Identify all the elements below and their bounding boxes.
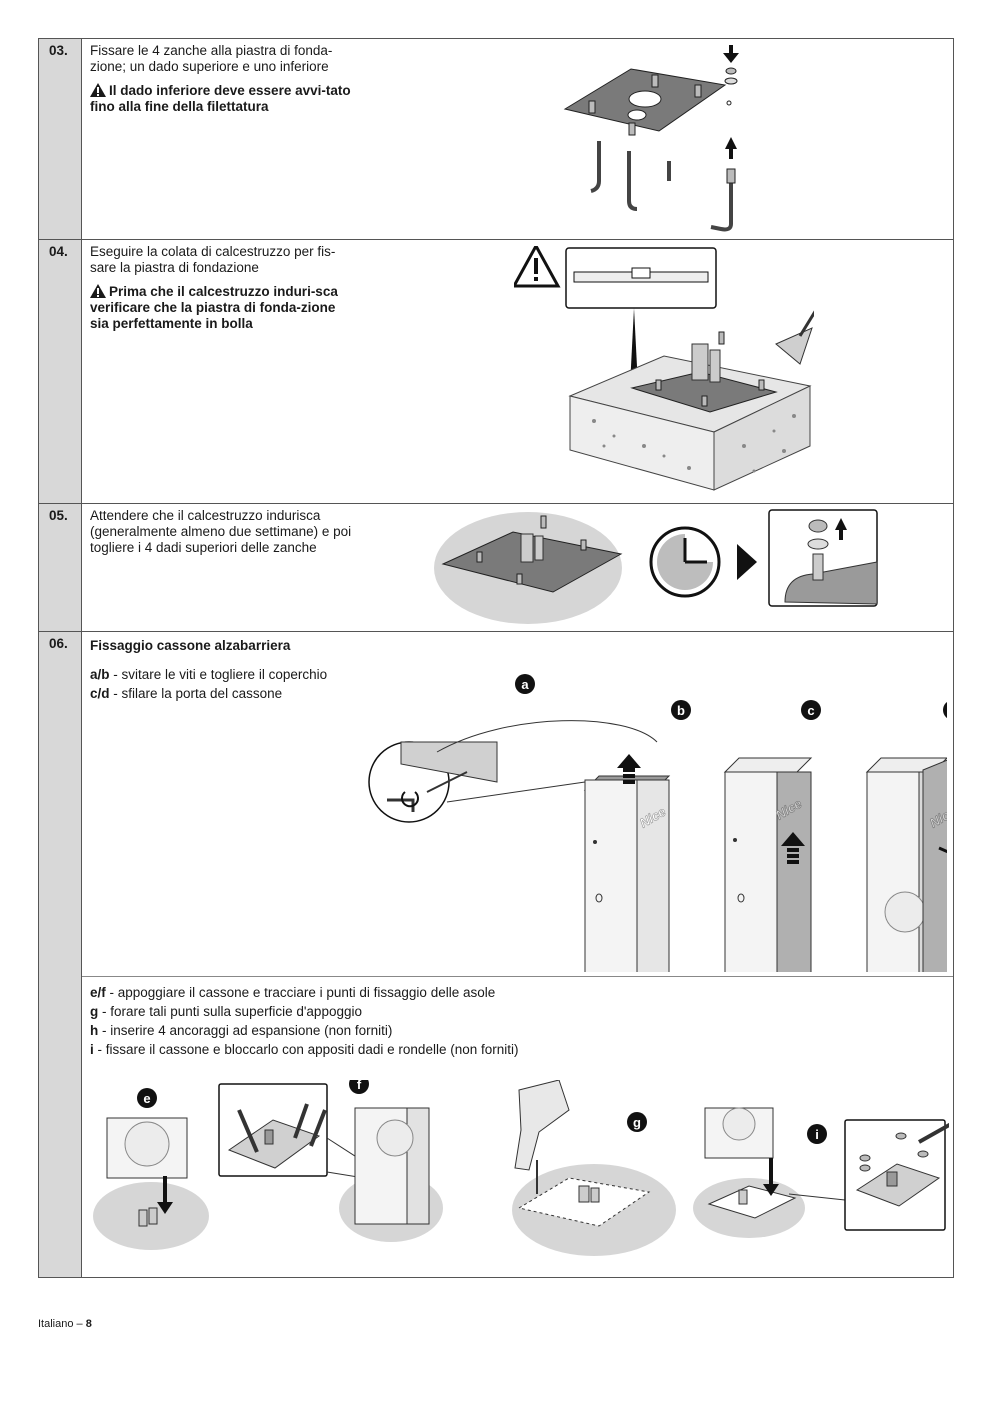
item-cd: c/d - sfilare la porta del cassone <box>90 686 283 701</box>
item-ab: a/b - svitare le viti e togliere il cope… <box>90 667 328 682</box>
item-h: h - inserire 4 ancoraggi ad espansione (… <box>90 1023 393 1038</box>
footer-language: Italiano <box>38 1318 74 1330</box>
item-g: g - forare tali punti sulla superficie d… <box>90 1004 362 1019</box>
step-title: Fissaggio cassone alzabarriera <box>90 638 291 653</box>
step-row-03: 03. Fissare le 4 zanche alla piastra di … <box>39 39 953 240</box>
label-i-badge <box>807 1124 827 1144</box>
label-d-badge <box>943 702 947 718</box>
label-a-badge <box>515 674 535 694</box>
step-row-04: 04. Eseguire la colata di calcestruzzo p… <box>39 240 953 504</box>
label-e-badge <box>137 1088 157 1108</box>
step-number: 04. <box>49 244 68 259</box>
cabinet-fixing-illustration: e f g <box>93 1080 949 1256</box>
step-warning-text: Prima che il calcestruzzo induri-sca ver… <box>90 284 338 331</box>
footer-separator: – <box>73 1318 86 1330</box>
step-warning-text: Il dado inferiore deve essere avvi-tato … <box>90 83 351 114</box>
foundation-plate-illustration <box>563 45 739 232</box>
step-instruction: Fissare le 4 zanche alla piastra di fond… <box>90 43 333 74</box>
step-number: 03. <box>49 43 68 58</box>
wrench-icon <box>918 1122 949 1144</box>
step-instruction: Eseguire la colata di calcestruzzo per f… <box>90 244 336 275</box>
step-number: 06. <box>49 636 68 651</box>
step-items-bottom: e/f - appoggiare il cassone e tracciare … <box>90 983 519 1059</box>
step-number-cell: 05. <box>39 504 82 631</box>
sub-step-divider <box>82 976 953 977</box>
label-b: b <box>677 703 685 718</box>
play-arrow-icon <box>737 544 757 580</box>
label-e: e <box>143 1091 150 1106</box>
step-warning: Prima che il calcestruzzo induri-sca ver… <box>90 284 352 332</box>
label-f: f <box>357 1080 362 1092</box>
step-row-06: 06. Fissaggio cassone alzabarriera a/b -… <box>39 632 953 1277</box>
label-g-badge <box>627 1112 647 1132</box>
label-c-badge <box>801 700 821 720</box>
item-i: i - fissare il cassone e bloccarlo con a… <box>90 1042 519 1057</box>
label-a: a <box>521 677 529 692</box>
instruction-table: 03. Fissare le 4 zanche alla piastra di … <box>38 38 954 1278</box>
step-number: 05. <box>49 508 68 523</box>
step-number-cell: 03. <box>39 39 82 239</box>
label-g: g <box>633 1115 641 1130</box>
step-warning: Il dado inferiore deve essere avvi-tato … <box>90 83 352 115</box>
item-ef: e/f - appoggiare il cassone e tracciare … <box>90 985 496 1000</box>
warning-icon <box>90 284 106 298</box>
step-number-cell: 06. <box>39 632 82 1277</box>
concrete-pour-illustration <box>514 246 814 491</box>
step-text: Eseguire la colata di calcestruzzo per f… <box>90 244 352 340</box>
step-instruction: Attendere che il calcestruzzo indurisca … <box>90 508 352 555</box>
step-number-cell: 04. <box>39 240 82 503</box>
label-b-badge <box>671 700 691 720</box>
label-f-badge <box>349 1080 369 1094</box>
page-footer: Italiano – 8 <box>38 1318 92 1330</box>
step-text: Fissare le 4 zanche alla piastra di fond… <box>90 43 352 123</box>
label-i: i <box>815 1127 819 1142</box>
step-text: Attendere che il calcestruzzo indurisca … <box>90 508 352 564</box>
cabinet-disassembly-illustration: a b Nice c Nice <box>368 674 947 972</box>
warning-icon <box>90 83 106 97</box>
curing-illustration <box>434 509 878 624</box>
page-number: 8 <box>85 1318 92 1330</box>
label-c: c <box>807 703 814 718</box>
step-items-top: a/b - svitare le viti e togliere il cope… <box>90 665 327 703</box>
step-row-05: 05. Attendere che il calcestruzzo induri… <box>39 504 953 632</box>
